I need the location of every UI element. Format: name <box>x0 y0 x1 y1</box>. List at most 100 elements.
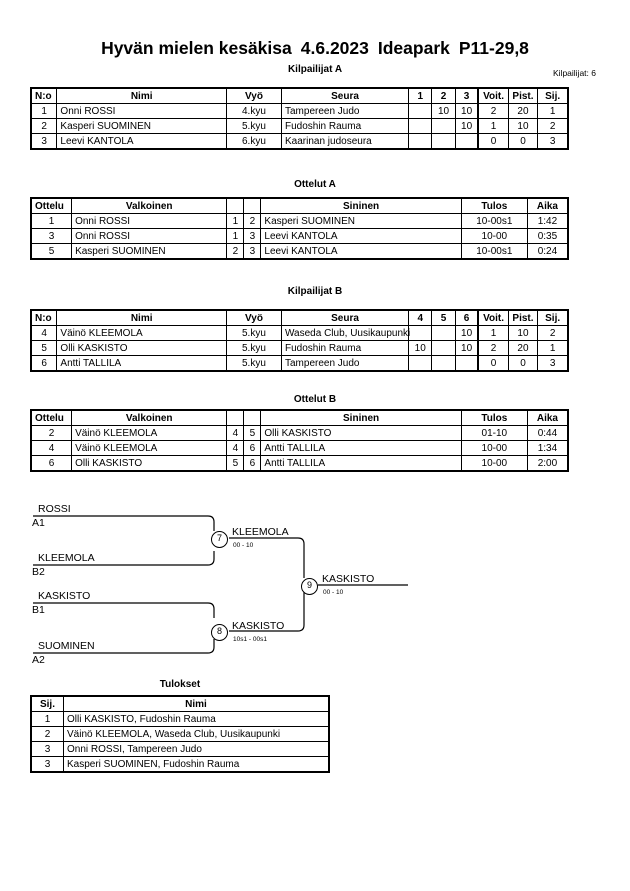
cell-position: 1 <box>31 711 64 727</box>
cell-club: Tampereen Judo <box>280 103 410 119</box>
col-white: Valkoinen <box>71 198 228 214</box>
cell-belt: 6.kyu <box>225 133 282 149</box>
cell-belt: 4.kyu <box>225 103 282 119</box>
cell-match-1 <box>408 133 433 149</box>
cell-name: Olli KASKISTO, Fudoshin Rauma <box>63 711 329 727</box>
cell-name: Onni ROSSI, Tampereen Judo <box>63 741 329 757</box>
col-blue-no <box>243 198 262 214</box>
bracket-entry-name-2: KLEEMOLA <box>38 552 95 564</box>
bracket-score-semifinal-bottom: 10s1 - 00s1 <box>233 636 267 643</box>
cell-no: 4 <box>30 325 58 341</box>
cell-blue: Antti TALLILA <box>260 455 462 471</box>
col-wins: Voit. <box>477 88 509 104</box>
table-row: 4 Väinö KLEEMOLA 4 6 Antti TALLILA 10-00… <box>30 440 569 456</box>
table-results: Sij. Nimi 1 Olli KASKISTO, Fudoshin Raum… <box>30 695 330 773</box>
cell-match-no: 3 <box>30 228 73 244</box>
cell-result: 10-00 <box>460 455 528 471</box>
table-row: 1 Onni ROSSI 4.kyu Tampereen Judo 10 10 … <box>30 103 568 119</box>
table-header-row: N:o Nimi Vyö Seura 4 5 6 Voit. Pist. Sij… <box>30 310 568 326</box>
title-event-name: Hyvän mielen kesäkisa <box>101 38 292 58</box>
bracket-score-final: 00 - 10 <box>323 589 344 596</box>
bracket-entry-seed-3: B1 <box>32 604 45 616</box>
caption-results: Tulokset <box>159 679 201 690</box>
cell-rank: 2 <box>537 118 568 134</box>
cell-rank: 2 <box>537 325 568 341</box>
cell-match-2 <box>431 118 456 134</box>
cell-wins: 1 <box>477 325 509 341</box>
col-no: N:o <box>30 310 58 326</box>
table-row: 6 Antti TALLILA 5.kyu Tampereen Judo 0 0… <box>30 355 568 371</box>
cell-match-6: 10 <box>454 325 479 341</box>
col-result: Tulos <box>460 198 528 214</box>
cell-name: Väinö KLEEMOLA, Waseda Club, Uusikaupunk… <box>63 726 329 742</box>
cell-match-6: 10 <box>454 340 479 356</box>
bracket-winner-final: KASKISTO <box>322 573 375 585</box>
cell-match-1 <box>408 118 433 134</box>
table-row: 3 Leevi KANTOLA 6.kyu Kaarinan judoseura… <box>30 133 568 149</box>
cell-white-no: 1 <box>226 228 245 244</box>
table-header-row: Ottelu Valkoinen Sininen Tulos Aika <box>30 198 569 214</box>
bracket-score-semifinal-top: 00 - 10 <box>233 542 254 549</box>
title-date: 4.6.2023 <box>300 38 369 58</box>
caption-matches-b: Ottelut B <box>293 394 337 405</box>
cell-rank: 3 <box>537 133 568 149</box>
cell-match-no: 2 <box>30 425 73 441</box>
cell-blue: Olli KASKISTO <box>260 425 462 441</box>
bracket-match-number-8: 8 <box>211 624 228 641</box>
cell-match-4: 10 <box>408 340 433 356</box>
cell-match-4 <box>408 325 433 341</box>
table-row: 3 Onni ROSSI 1 3 Leevi KANTOLA 10-00 0:3… <box>30 228 569 244</box>
cell-match-3: 10 <box>454 118 479 134</box>
cell-white: Väinö KLEEMOLA <box>71 440 228 456</box>
cell-blue: Antti TALLILA <box>260 440 462 456</box>
col-points: Pist. <box>507 310 539 326</box>
cell-match-no: 5 <box>30 243 73 259</box>
cell-name: Kasperi SUOMINEN <box>56 118 227 134</box>
cell-blue-no: 6 <box>243 440 262 456</box>
cell-points: 0 <box>507 133 539 149</box>
cell-points: 20 <box>507 340 539 356</box>
col-club: Seura <box>280 88 410 104</box>
col-belt: Vyö <box>225 310 282 326</box>
bracket-line-entry-3 <box>33 602 215 618</box>
cell-club: Fudoshin Rauma <box>280 340 410 356</box>
table-row: 6 Olli KASKISTO 5 6 Antti TALLILA 10-00 … <box>30 455 569 471</box>
col-match-2: 2 <box>431 88 456 104</box>
cell-points: 10 <box>507 325 539 341</box>
table-row: 3 Kasperi SUOMINEN, Fudoshin Rauma <box>31 756 329 772</box>
col-white: Valkoinen <box>71 410 228 426</box>
cell-match-3: 10 <box>454 103 479 119</box>
cell-name: Olli KASKISTO <box>56 340 227 356</box>
col-time: Aika <box>526 198 569 214</box>
col-match-6: 6 <box>454 310 479 326</box>
cell-wins: 0 <box>477 355 509 371</box>
table-pool-b: N:o Nimi Vyö Seura 4 5 6 Voit. Pist. Sij… <box>30 309 569 372</box>
cell-belt: 5.kyu <box>225 355 282 371</box>
cell-points: 20 <box>507 103 539 119</box>
col-blue-no <box>243 410 262 426</box>
cell-white: Onni ROSSI <box>71 228 228 244</box>
col-belt: Vyö <box>225 88 282 104</box>
table-header-row: Ottelu Valkoinen Sininen Tulos Aika <box>30 410 569 426</box>
bracket-entry-name-1: ROSSI <box>38 503 71 515</box>
col-match-no: Ottelu <box>30 198 73 214</box>
cell-no: 2 <box>30 118 58 134</box>
cell-white-no: 4 <box>226 425 245 441</box>
cell-position: 3 <box>31 756 64 772</box>
table-row: 2 Väinö KLEEMOLA 4 5 Olli KASKISTO 01-10… <box>30 425 569 441</box>
table-row: 5 Olli KASKISTO 5.kyu Fudoshin Rauma 10 … <box>30 340 568 356</box>
col-wins: Voit. <box>477 310 509 326</box>
col-club: Seura <box>280 310 410 326</box>
bracket-entry-seed-4: A2 <box>32 654 45 666</box>
cell-time: 1:34 <box>526 440 569 456</box>
bracket-match-number-7: 7 <box>211 531 228 548</box>
cell-match-5 <box>431 340 456 356</box>
col-no: N:o <box>30 88 58 104</box>
cell-position: 2 <box>31 726 64 742</box>
bracket-entry-name-3: KASKISTO <box>38 590 91 602</box>
col-result: Tulos <box>460 410 528 426</box>
cell-blue-no: 2 <box>243 213 262 229</box>
cell-match-1 <box>408 103 433 119</box>
table-pool-a: N:o Nimi Vyö Seura 1 2 3 Voit. Pist. Sij… <box>30 87 569 150</box>
